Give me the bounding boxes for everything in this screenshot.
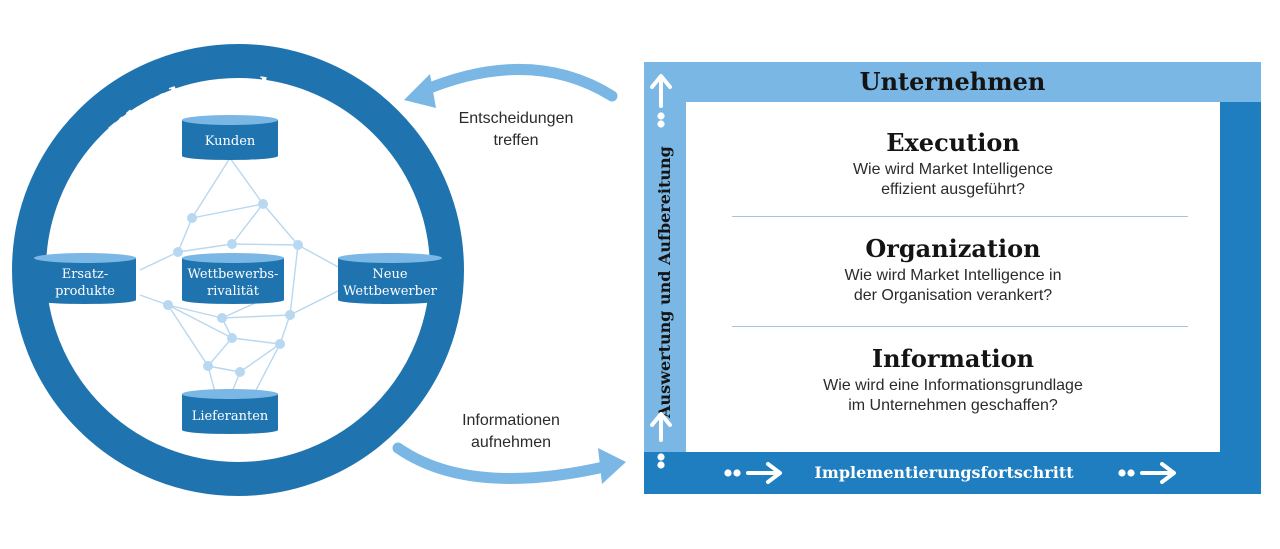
flow-label-collect-line2: aufnehmen <box>470 434 552 451</box>
section-organization-line1: Wie wird Market Intelligence in <box>844 267 1062 284</box>
flow-label-decide: Entscheidungen treffen <box>416 108 616 152</box>
company-sections: Execution Wie wird Market Intelligence e… <box>686 102 1220 452</box>
node-new-entrants-line2: Wettbewerber <box>343 284 438 299</box>
node-substitutes-line1: Ersatz- <box>62 267 109 282</box>
arrow-up-top-icon <box>650 74 672 128</box>
node-customers: Kunden <box>182 115 278 160</box>
node-customers-label: Kunden <box>205 134 256 149</box>
node-rivalry-line1: Wettbewerbs- <box>188 267 279 282</box>
company-panel: Unternehmen Execution Wie wird Market In… <box>644 62 1261 494</box>
section-organization-line2: der Organisation verankert? <box>853 287 1053 304</box>
node-rivalry-line2: rivalität <box>207 284 260 299</box>
flow-label-decide-line2: treffen <box>493 132 539 149</box>
competition-arena-diagram: Wettbewerbsarena <box>12 44 626 496</box>
horizontal-axis-label: Implementierungsfortschritt <box>814 463 1074 482</box>
node-new-entrants-line1: Neue <box>372 267 407 282</box>
arena-ring <box>12 44 464 496</box>
section-execution-text: Wie wird Market Intelligence effizient a… <box>686 160 1220 200</box>
arrow-right-left-icon <box>724 462 782 484</box>
section-organization: Organization Wie wird Market Intelligenc… <box>686 234 1220 306</box>
node-suppliers: Lieferanten <box>182 389 278 434</box>
company-header-bar <box>644 62 1261 102</box>
flow-arrow-top-icon <box>404 63 618 108</box>
company-title: Unternehmen <box>859 67 1046 96</box>
section-execution-line2: effizient ausgeführt? <box>881 181 1025 198</box>
network-graph <box>139 157 341 393</box>
node-substitutes: Ersatz- produkte <box>34 253 136 304</box>
flow-label-decide-line1: Entscheidungen <box>458 110 574 127</box>
section-execution-heading: Execution <box>886 128 1020 157</box>
panel-arrows <box>650 74 1176 484</box>
flow-label-collect-line1: Informationen <box>462 412 560 429</box>
arrow-right-right-icon <box>1118 462 1176 484</box>
section-divider-1 <box>732 216 1188 217</box>
flow-arrow-bottom-icon <box>392 442 626 484</box>
section-information-line2: im Unternehmen geschaffen? <box>848 397 1058 414</box>
vertical-axis-bar <box>644 102 686 452</box>
flow-label-collect: Informationen aufnehmen <box>411 410 611 454</box>
section-execution: Execution Wie wird Market Intelligence e… <box>686 128 1220 200</box>
section-divider-2 <box>732 326 1188 327</box>
section-organization-heading: Organization <box>865 234 1041 263</box>
node-new-entrants: Neue Wettbewerber <box>338 253 442 304</box>
section-information-text: Wie wird eine Informationsgrundlage im U… <box>686 376 1220 416</box>
network-nodes <box>163 199 303 377</box>
section-information-line1: Wie wird eine Informationsgrundlage <box>823 377 1083 394</box>
node-rivalry: Wettbewerbs- rivalität <box>182 253 284 304</box>
section-execution-line1: Wie wird Market Intelligence <box>852 161 1054 178</box>
arrow-up-bottom-icon <box>650 412 672 469</box>
node-suppliers-label: Lieferanten <box>192 409 269 424</box>
node-substitutes-line2: produkte <box>55 284 115 299</box>
section-information-heading: Information <box>871 344 1035 373</box>
section-information: Information Wie wird eine Informationsgr… <box>686 344 1220 416</box>
section-organization-text: Wie wird Market Intelligence in der Orga… <box>686 266 1220 306</box>
